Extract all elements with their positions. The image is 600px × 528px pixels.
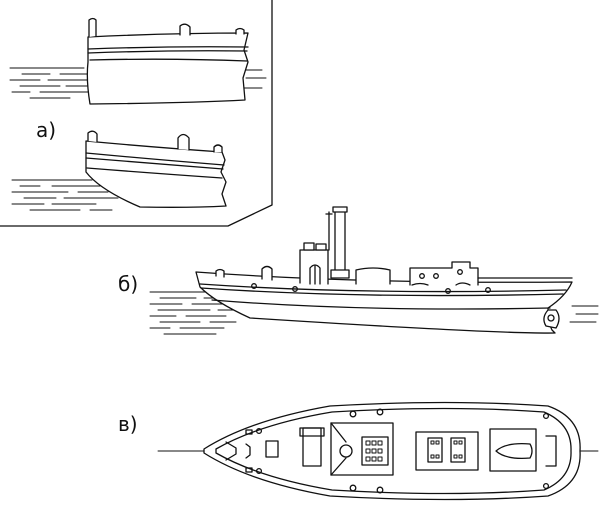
ship-side-view bbox=[150, 207, 598, 334]
stern-detail-upper bbox=[10, 19, 266, 105]
label-variant-b: б) bbox=[118, 272, 139, 296]
ship-plan-view bbox=[158, 403, 598, 500]
label-variant-a: а) bbox=[36, 118, 57, 142]
label-variant-v: в) bbox=[118, 412, 138, 436]
stern-detail-lower bbox=[12, 131, 226, 210]
inset-frame bbox=[0, 0, 272, 226]
